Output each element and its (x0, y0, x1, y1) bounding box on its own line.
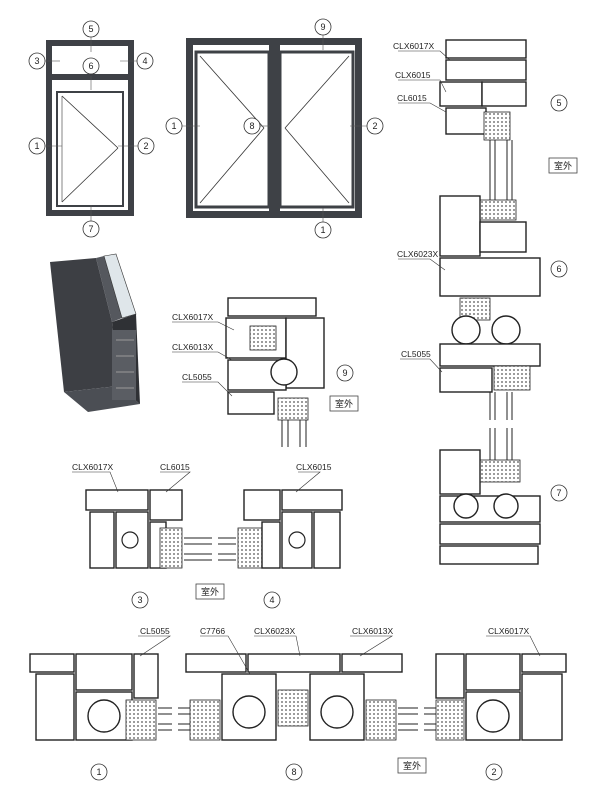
section-1 (29, 653, 172, 741)
callout-3-elev1: 3 (34, 56, 39, 66)
label-clx6017x-s2: CLX6017X (488, 626, 529, 636)
callout-1-elev2-bottom: 1 (320, 225, 325, 235)
section-8 (178, 653, 418, 741)
label-cl5055-s9: CL5055 (182, 372, 212, 382)
callout-5-elev1: 5 (88, 24, 93, 34)
callout-2-section: 2 (491, 767, 496, 777)
callout-9-section: 9 (342, 368, 347, 378)
callout-6-elev1: 6 (88, 61, 93, 71)
callout-8-elev2: 8 (249, 121, 254, 131)
label-clx6015-s5: CLX6015 (395, 70, 431, 80)
label-cl6015-s3: CL6015 (160, 462, 190, 472)
label-clx6023x-s8: CLX6023X (254, 626, 295, 636)
callout-4-section: 4 (269, 595, 274, 605)
callout-1-section: 1 (96, 767, 101, 777)
section-6 (439, 170, 541, 420)
exterior-label-bottom: 室外 (403, 760, 421, 771)
label-clx6017x-s3: CLX6017X (72, 462, 113, 472)
callout-1-elev2: 1 (171, 121, 176, 131)
callout-2-elev1: 2 (143, 141, 148, 151)
callout-1-elev1: 1 (34, 141, 39, 151)
callout-9-elev2: 9 (320, 22, 325, 32)
callout-7-section: 7 (556, 488, 561, 498)
label-clx6013x-s9: CLX6013X (172, 342, 213, 352)
label-clx6015-s4: CLX6015 (296, 462, 332, 472)
section-9 (225, 297, 325, 447)
label-c7766-s8: C7766 (200, 626, 225, 636)
callout-5-section: 5 (556, 98, 561, 108)
exterior-label-lower: 室外 (201, 586, 219, 597)
label-clx6023x-s6: CLX6023X (397, 249, 438, 259)
exterior-label-mid: 室外 (335, 398, 353, 409)
label-clx6017x-s5: CLX6017X (393, 41, 434, 51)
section-4 (218, 489, 343, 569)
label-clx6013x-s8: CLX6013X (352, 626, 393, 636)
section-7 (439, 428, 541, 565)
section-5 (439, 39, 527, 185)
label-cl6015-s5: CL6015 (397, 93, 427, 103)
callout-3-section: 3 (137, 595, 142, 605)
section-2 (424, 653, 567, 741)
callout-7-elev1: 7 (88, 224, 93, 234)
callout-8-section: 8 (291, 767, 296, 777)
callout-2-elev2: 2 (372, 121, 377, 131)
exterior-label-top: 室外 (554, 160, 572, 171)
profile-3d-render (50, 253, 140, 412)
label-clx6017x-s9: CLX6017X (172, 312, 213, 322)
callout-4-elev1: 4 (142, 56, 147, 66)
label-cl5055-s1: CL5055 (140, 626, 170, 636)
label-cl5055-s6: CL5055 (401, 349, 431, 359)
elevation-double-window (180, 34, 370, 224)
callout-6-section: 6 (556, 264, 561, 274)
leader-lines (72, 50, 541, 675)
section-3 (85, 489, 212, 569)
